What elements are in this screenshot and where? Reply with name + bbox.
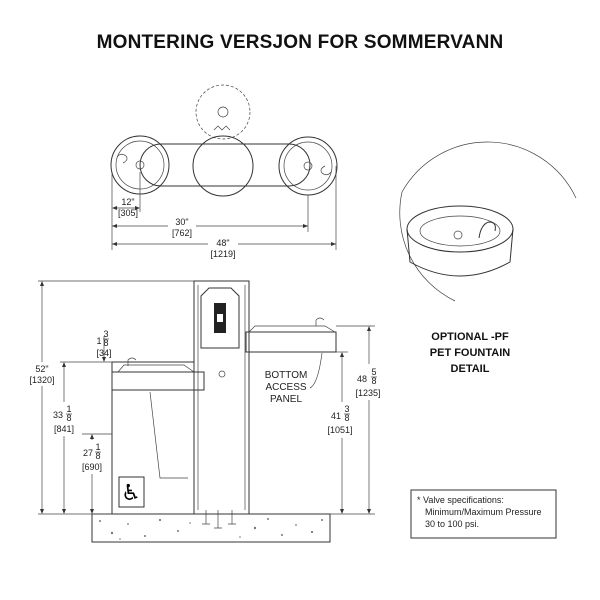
left-basin-drain [135,160,145,170]
detail-drain [453,230,463,240]
left-front-bubbler [127,357,137,366]
dim-48-5-8-den: 8 [371,376,376,386]
detail-basin-body [406,228,514,277]
dim-33-whole: 33 [53,410,63,420]
detail-basin-inner [419,215,501,247]
detail-label-1: OPTIONAL -PF [431,331,509,343]
access-panel-screw [218,370,226,378]
dim-12-label: 12" [121,197,134,207]
detail-label-2: PET FOUNTAIN [430,347,511,359]
dim-52-mm-label: [1320] [29,375,54,385]
center-column [192,135,254,197]
dim-30-label: 30" [175,217,188,227]
left-basin-front [111,371,205,391]
dim-48-5-8-whole: 48 [357,374,367,384]
valve-note-line-1: * Valve specifications: [417,495,504,505]
right-basin-drain [303,161,313,171]
valve-note-line-2: Minimum/Maximum Pressure [425,507,542,517]
dim-33-den: 8 [66,413,71,423]
dim-41-3-8-mm-label: [1051] [327,425,352,435]
right-basin-lip [248,325,336,333]
concrete-speckles [99,518,323,540]
valve-note-line-3: 30 to 100 psi. [425,519,479,529]
dim-1-3-8-den: 8 [103,338,108,348]
bottom-access-label-3: PANEL [270,394,302,405]
dim-41-3-8-num: 3 [344,404,349,414]
supply-pipes [202,510,236,529]
valve-note: * Valve specifications: Minimum/Maximum … [410,489,557,539]
left-pedestal [111,361,195,515]
optional-basin-dashed [195,84,251,140]
dim-1-3-8-mm-label: [34] [96,348,111,358]
dim-48-gap [208,235,238,259]
dim-27-num: 1 [95,442,100,452]
front-view: ♿ BOTTOM ACCESS PANEL 52" [1320] 33 1 8 … [28,280,385,543]
dim-48-5-8-mm-label: [1235] [355,388,380,398]
dim-33-gap [50,402,78,436]
dim-41-3-8-whole: 41 [331,411,341,421]
dim-48-5-8-num: 5 [371,367,376,377]
detail-circle-arc [399,141,577,302]
right-basin-front [245,331,337,353]
left-pedestal-line [149,391,188,479]
concrete-base [91,513,331,543]
dim-48-mm-label: [1219] [210,249,235,259]
dim-30-gap [168,217,196,237]
dim-41-3-8-gap [326,402,356,438]
bottom-access-label-2: ACCESS [265,382,306,393]
bottom-access-label-1: BOTTOM [265,370,308,381]
left-basin-lip [117,364,195,373]
dim-1-3-8-whole: 1 [96,336,101,346]
right-basin-inner [283,141,333,191]
right-front-bubbler [315,317,325,326]
left-bubbler [116,153,128,164]
dim-27-den: 8 [95,451,100,461]
dim-52-label: 52" [35,364,48,374]
optional-basin-drain [217,106,229,118]
dim-48-5-8-gap [355,364,385,400]
top-connecting-bar [139,143,311,187]
detail-label-3: DETAIL [451,363,490,375]
dim-33-num: 1 [66,404,71,414]
optional-basin-valve [213,125,231,131]
dim-arrow-1-3-8 [102,357,106,362]
dim-52-gap [28,362,58,386]
dim-41-3-8-den: 8 [344,413,349,423]
top-view: 12" [305] 30" [762] 48" [1219] [110,84,338,259]
valve-note-box [410,489,557,539]
bottle-filler-display [217,314,223,322]
dim-33-mm-label: [841] [54,424,74,434]
dim-12-mm-label: [305] [118,208,138,218]
dim-27-gap [80,440,106,474]
right-basin [278,136,338,196]
detail-basin-top [406,205,514,253]
pet-fountain-detail: OPTIONAL -PF PET FOUNTAIN DETAIL [399,141,577,375]
bottle-filler [200,287,240,349]
dim-27-whole: 27 [83,448,93,458]
dim-30-mm-label: [762] [172,228,192,238]
bottom-access-leader [309,352,323,389]
wheelchair-icon: ♿ [121,481,141,506]
right-bubbler [320,165,332,176]
accessibility-sign [118,476,145,508]
dim-27-mm-label: [690] [82,462,102,472]
dim-48-label: 48" [216,238,229,248]
detail-bubbler [478,221,496,239]
page-title: MONTERING VERSJON FOR SOMMERVANN [96,32,504,53]
dim-1-3-8-num: 3 [103,329,108,339]
